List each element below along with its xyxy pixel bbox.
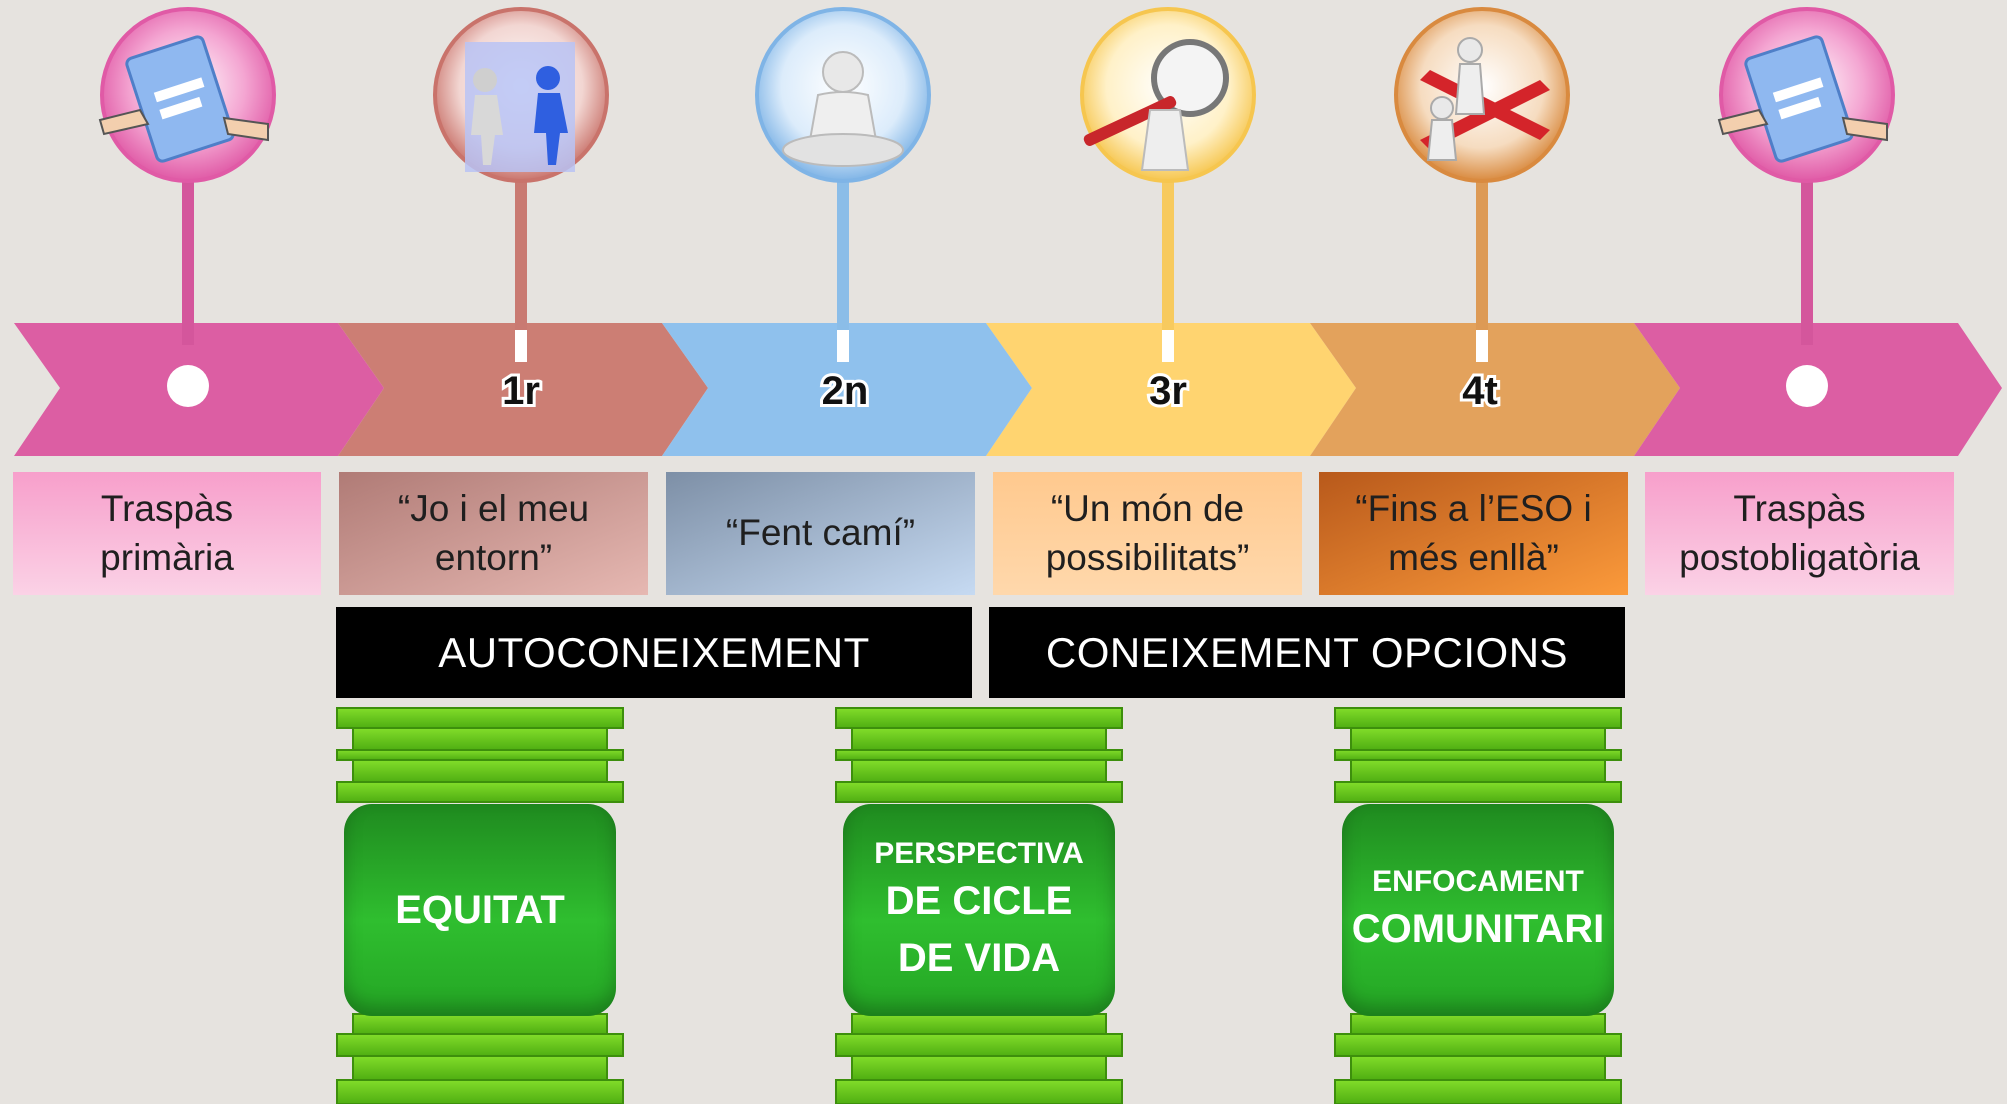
step-number-4t: 4t bbox=[1462, 369, 1498, 413]
handing-notebook-icon bbox=[1717, 7, 1895, 183]
stage-label-traspas-primaria: Traspàs primària bbox=[13, 472, 321, 595]
pillar-line2: DE CICLE bbox=[885, 878, 1073, 923]
pillar-capital-and-base bbox=[336, 707, 624, 1104]
pillar-line2: COMUNITARI bbox=[1351, 907, 1605, 952]
phase-bar-label: AUTOCONEIXEMENT bbox=[438, 628, 870, 676]
two-figures-doorway-icon bbox=[433, 7, 609, 183]
chevron-4t bbox=[1310, 323, 1680, 456]
stage-label-text: “Un món de possibilitats” bbox=[1045, 487, 1250, 578]
meditating-figure-icon bbox=[755, 7, 931, 183]
phase-bar-label: CONEIXEMENT OPCIONS bbox=[1045, 628, 1569, 676]
step-number-1r: 1r bbox=[502, 369, 540, 413]
pillar-line1: ENFOCAMENT bbox=[1372, 865, 1584, 899]
stage-label-text: “Fent camí” bbox=[725, 512, 916, 554]
magnifying-glass-figure-icon bbox=[1080, 7, 1256, 183]
stage-label-text: Traspàs postobligatòria bbox=[1679, 487, 1920, 578]
crossroads-figure-icon bbox=[1394, 7, 1570, 183]
pillar-face: ENFOCAMENT COMUNITARI bbox=[1342, 804, 1614, 1016]
pillar-face: PERSPECTIVA DE CICLE DE VIDA bbox=[843, 804, 1115, 1016]
pillar-perspectiva-cicle-vida: PERSPECTIVA DE CICLE DE VIDA bbox=[834, 706, 1124, 1104]
step-number-2n: 2n bbox=[822, 369, 869, 413]
pillar-line2: EQUITAT bbox=[395, 887, 565, 932]
pillar-line3: DE VIDA bbox=[897, 935, 1061, 980]
stage-label-2n: “Fent camí” bbox=[666, 472, 975, 595]
chevron-2n bbox=[662, 323, 1032, 456]
phase-bar-coneixement-opcions: CONEIXEMENT OPCIONS bbox=[989, 607, 1625, 698]
stage-label-text: “Fins a l’ESO i més enllà” bbox=[1355, 487, 1592, 578]
stage-label-4t: “Fins a l’ESO i més enllà” bbox=[1319, 472, 1628, 595]
chevron-3r bbox=[986, 323, 1356, 456]
chevron-1r bbox=[338, 323, 708, 456]
stage-label-text: “Jo i el meu entorn” bbox=[397, 487, 590, 578]
pillar-capital-and-base bbox=[835, 707, 1123, 1104]
stage-label-3r: “Un món de possibilitats” bbox=[993, 472, 1302, 595]
pillar-enfocament-comunitari: ENFOCAMENT COMUNITARI bbox=[1333, 706, 1623, 1104]
phase-bar-autoconeixement: AUTOCONEIXEMENT bbox=[336, 607, 972, 698]
pillar-line1: PERSPECTIVA bbox=[874, 836, 1084, 870]
pillar-capital-and-base bbox=[1334, 707, 1622, 1104]
stage-label-traspas-postobligatoria: Traspàs postobligatòria bbox=[1645, 472, 1954, 595]
pillar-equitat: EQUITAT bbox=[335, 706, 625, 1104]
stage-label-1r: “Jo i el meu entorn” bbox=[339, 472, 648, 595]
pillar-face: EQUITAT bbox=[344, 804, 616, 1016]
handing-notebook-icon bbox=[98, 7, 276, 183]
stage-label-text: Traspàs primària bbox=[100, 487, 234, 578]
step-number-3r: 3r bbox=[1149, 369, 1187, 413]
